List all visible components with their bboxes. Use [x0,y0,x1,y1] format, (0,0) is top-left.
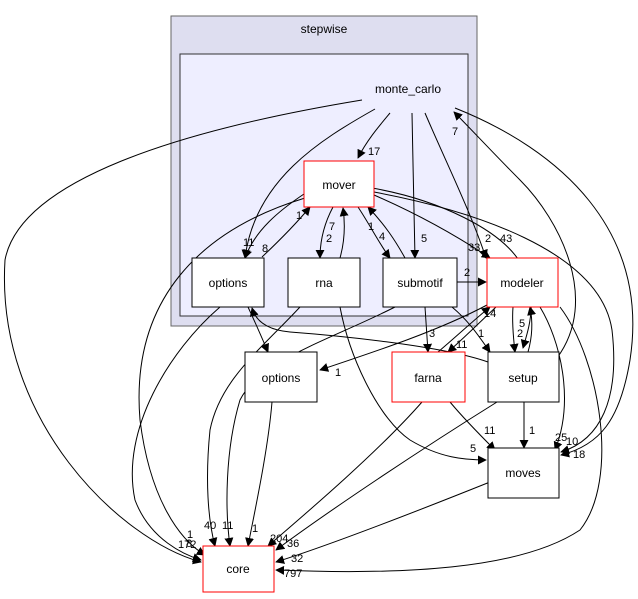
edge-moves-core [275,481,491,564]
edge-label-mc-moves: 18 [573,449,585,461]
node-options-outer-label: options [262,371,301,385]
edge-label-modeler-moves: 25 [555,432,567,444]
edge-setup-modeler [527,306,536,353]
node-moves[interactable]: moves [487,447,560,499]
edge-mc-submotif [410,112,420,259]
edge-options-options2 [247,306,269,353]
node-moves-label: moves [505,466,540,480]
edge-mc-options [241,108,376,259]
edge-mc-moves [454,107,634,458]
edge-mover-core [138,197,306,556]
edge-label-setup-modeler: 2 [517,328,523,340]
edge-label-mc-submotif: 5 [421,233,427,245]
edge-label-rna-moves: 5 [470,443,476,455]
edge-label-mc-core: 172 [178,539,196,551]
edge-modeler-options [319,304,488,372]
edge-labels: 17 5 43 11 172 18 7 8 1 2 7 4 1 33 2 2 3… [178,126,585,580]
edge-farna-core [267,401,423,547]
edge-label-mc-options: 11 [243,237,254,249]
edge-label-options2-core: 1 [252,523,258,535]
node-rna-label: rna [315,276,333,290]
edge-farna-modeler [437,306,491,353]
node-submotif[interactable]: submotif [382,257,458,308]
edge-label-mover-setup: 2 [485,233,491,245]
node-mover[interactable]: mover [303,160,375,208]
edge-submotif-mover [367,206,406,259]
edge-label-options-core: 8 [186,538,192,550]
edge-label-farna-modeler: 14 [484,308,496,320]
edge-label-modeler-farna: 11 [456,339,467,351]
edge-label-modeler-setup: 5 [519,318,525,330]
edge-mc-modeler [424,112,488,259]
node-options-inner[interactable]: options [191,257,265,308]
node-options-inner-label: options [209,276,248,290]
node-core[interactable]: core [202,545,275,593]
edge-label-mover-rna: 2 [326,233,332,245]
node-setup-label: setup [508,371,538,385]
edge-label-farna-core: 204 [270,533,288,545]
edge-label-mover-core: 1 [187,529,193,541]
edge-modeler-farna [447,306,497,353]
edge-mover-moves [373,191,615,454]
edge-label-setup-core: 36 [287,538,299,550]
edge-label-setup-moves: 1 [529,425,535,437]
edges [3,99,634,575]
node-monte-carlo-label[interactable]: monte_carlo [375,82,441,96]
edge-label-submotif-setup: 1 [478,328,484,340]
edge-submotif-core [224,306,396,547]
edge-label-mover-options: 8 [262,243,268,255]
edge-label-modeler-core: 797 [284,568,302,580]
edge-label-mc-mover: 17 [368,146,380,158]
node-farna[interactable]: farna [391,351,466,403]
cluster-stepwise-label: stepwise [301,22,348,36]
edge-label-mover-moves: 10 [566,436,578,448]
edge-modeler-moves [539,306,565,451]
edge-farna-moves [449,401,496,451]
edge-options2-core [245,401,273,547]
edge-setup-options [249,307,489,363]
node-rna[interactable]: rna [287,257,361,308]
edge-setup-core [275,401,498,551]
edge-mover-submotif [357,206,391,259]
edge-label-submotif-farna: 3 [429,328,435,340]
edge-label-rna-core: 40 [204,520,216,532]
edge-label-options-mover: 1 [296,210,302,222]
edge-label-mc-modeler: 43 [500,233,512,245]
edge-options-mover [261,206,311,258]
edge-mover-modeler [373,194,491,259]
edge-mover-rna [315,206,334,259]
edge-setup-mc [453,111,576,359]
edge-label-mover-submotif: 4 [379,231,385,243]
edge-mover-options [243,193,305,259]
edge-label-mover-modeler: 33 [468,242,480,254]
node-setup[interactable]: setup [487,351,560,403]
edge-mc-mover [357,112,391,159]
edge-rna-core [207,306,301,547]
edge-label-submotif-modeler: 2 [464,267,470,279]
edge-label-submotif-core: 11 [222,520,233,532]
node-modeler[interactable]: modeler [486,257,559,308]
edge-options-core [131,306,221,562]
edge-label-modeler-options: 1 [335,367,341,379]
edge-submotif-setup [451,306,491,353]
node-mover-label: mover [322,178,355,192]
node-submotif-label: submotif [397,276,443,290]
edge-modeler-core [275,306,603,575]
edge-label-rna-mover: 7 [329,221,335,233]
node-core-label: core [226,562,250,576]
edge-mover-setup [371,187,532,349]
edge-modeler-setup [509,306,519,353]
edge-rna-mover [339,207,349,259]
node-farna-label: farna [414,371,442,385]
edge-label-farna-moves: 11 [484,425,495,437]
edge-label-submotif-mover: 1 [368,221,374,233]
edge-mc-core [3,99,363,565]
edge-label-moves-core: 32 [291,553,303,565]
node-options-outer[interactable]: options [244,351,318,403]
edge-rna-moves [339,306,487,465]
node-modeler-label: modeler [500,276,543,290]
edge-label-setup-mc: 7 [452,126,458,138]
